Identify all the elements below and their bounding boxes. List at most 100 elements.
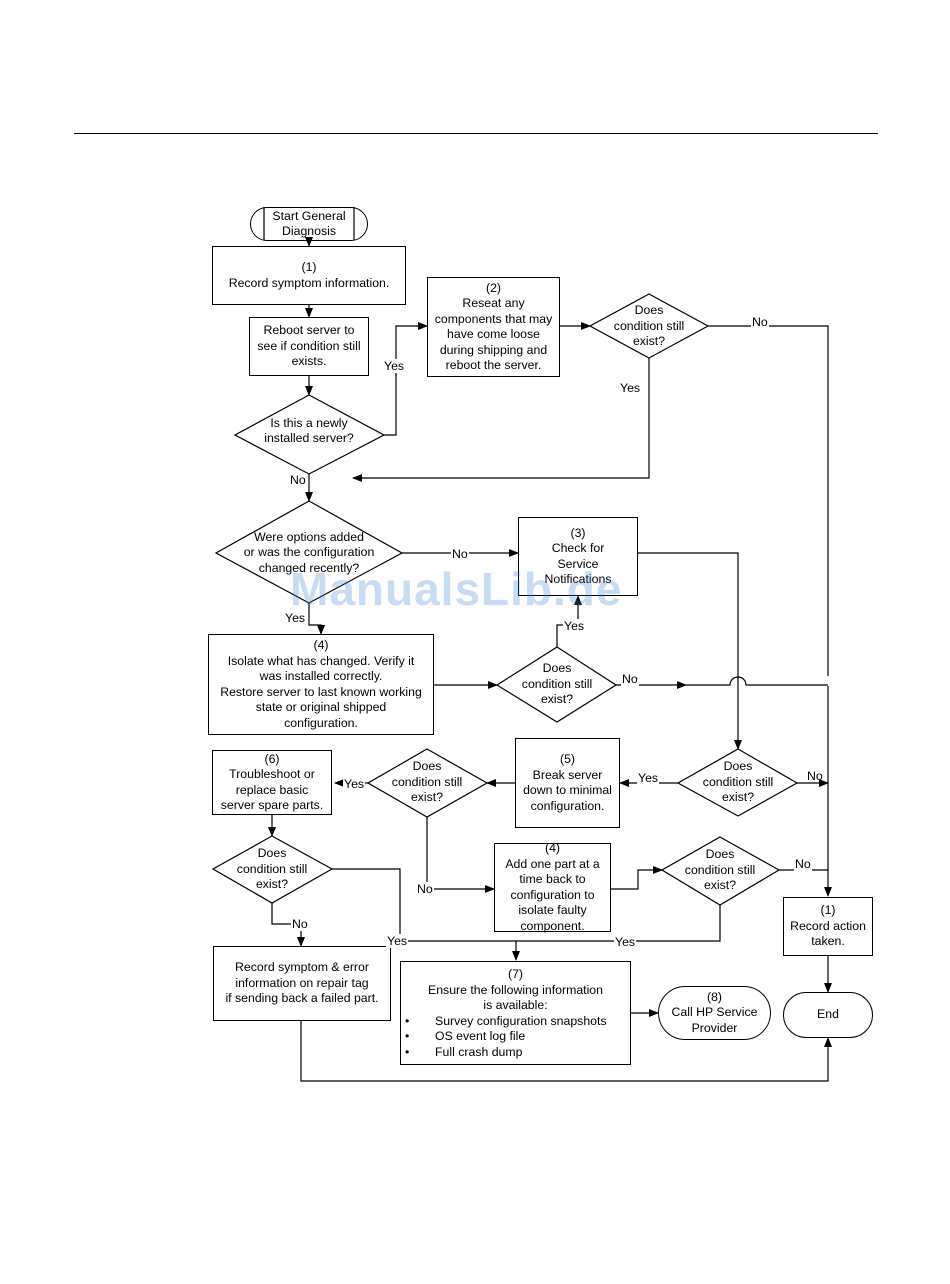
- node-text: Record symptom information.: [228, 275, 390, 290]
- node-text: is available:: [483, 998, 548, 1012]
- list-item-text: Survey configuration snapshots: [435, 1013, 607, 1028]
- list-item: •OS event log file: [405, 1029, 607, 1045]
- list-item: • Full crash dump: [405, 1045, 607, 1061]
- node-text: component.: [520, 918, 585, 933]
- node-text: condition still: [684, 862, 756, 877]
- edge-label-no: No: [416, 882, 434, 896]
- edge-label-yes: Yes: [383, 359, 406, 373]
- node-text: down to minimal: [523, 783, 612, 797]
- node-text: (4): [544, 841, 561, 855]
- node-text: (6): [264, 751, 280, 766]
- reboot-box: Reboot server to see if condition still …: [249, 317, 369, 376]
- node-text: isolate faulty: [518, 903, 587, 917]
- node-text: (1): [301, 260, 317, 274]
- node-text: (4): [313, 638, 329, 652]
- start-terminator: Start General Diagnosis: [250, 207, 368, 241]
- node-text: (3): [570, 525, 586, 540]
- options-added-text: Were options added or was the configurat…: [228, 529, 390, 577]
- node-text: Record action: [790, 918, 866, 933]
- node-text: replace basic: [235, 782, 309, 797]
- node-text: or was the configuration: [243, 545, 375, 560]
- add-part-box: (4) Add one part at a time back to confi…: [494, 841, 611, 933]
- reseat-box: (2) Reseat any components that may have …: [427, 277, 560, 377]
- node-text: exist?: [255, 877, 289, 892]
- does1-text: Does condition still exist?: [604, 303, 694, 350]
- node-text: if sending back a failed part.: [225, 991, 379, 1006]
- bullet-icon: •: [405, 1013, 410, 1028]
- list-item-text: Full crash dump: [435, 1044, 523, 1059]
- node-text: components that may: [434, 311, 553, 326]
- node-text: End: [817, 1007, 839, 1022]
- node-text: information on repair tag: [235, 975, 369, 990]
- edge-label-yes: Yes: [614, 935, 637, 949]
- ensure-bullet-list: • Survey configuration snapshots •OS even…: [401, 1014, 607, 1061]
- node-text: state or original shipped: [255, 700, 387, 714]
- node-text: (8): [706, 989, 723, 1004]
- node-text: Add one part at a: [505, 856, 600, 871]
- bullet-icon: •: [405, 1044, 410, 1059]
- does3-text: Does condition still exist?: [382, 759, 472, 806]
- break-server-box: (5) Break server down to minimal configu…: [515, 738, 620, 828]
- newly-installed-diamond: [233, 394, 386, 475]
- does4-diamond: [676, 748, 799, 817]
- record-symptom-box: (1) Record symptom information.: [212, 246, 406, 305]
- node-text: reboot the server.: [445, 358, 542, 372]
- node-text: configuration.: [284, 715, 358, 730]
- node-text: Service: [557, 556, 599, 571]
- node-text: Start General: [272, 208, 346, 223]
- node-text: exist?: [540, 692, 574, 707]
- node-text: see if condition still: [257, 338, 361, 353]
- check-service-box: (3) Check for Service Notifications: [518, 517, 638, 596]
- edge-label-no: No: [794, 857, 812, 871]
- header-rule: [74, 133, 878, 134]
- node-text: condition still: [391, 774, 463, 789]
- node-text: configuration to: [510, 887, 595, 902]
- does6-text: Does condition still exist?: [675, 847, 765, 894]
- node-text: Does: [542, 661, 572, 676]
- node-text: Does: [412, 759, 442, 774]
- node-text: installed server?: [264, 431, 354, 445]
- node-text: Does: [705, 847, 735, 862]
- edge-label-yes: Yes: [284, 611, 307, 625]
- record-action-box: (1) Record action taken.: [783, 897, 873, 956]
- node-text: configuration.: [530, 798, 605, 813]
- end-terminator: End: [783, 992, 873, 1038]
- edge-label-no: No: [751, 315, 769, 329]
- does5-text: Does condition still exist?: [227, 846, 317, 893]
- does3-diamond: [366, 748, 489, 818]
- node-text: was installed correctly.: [259, 669, 383, 683]
- node-text: Call HP Service: [671, 1005, 758, 1020]
- edge-label-yes: Yes: [619, 381, 642, 395]
- edge-label-yes: Yes: [386, 934, 409, 948]
- record-error-box: Record symptom & error information on re…: [213, 946, 391, 1021]
- node-text: condition still: [236, 861, 308, 876]
- node-text: Provider: [691, 1020, 738, 1035]
- edge-label-yes: Yes: [637, 771, 660, 785]
- node-text: Record symptom & error: [235, 960, 369, 975]
- node-text: (1): [820, 903, 836, 918]
- node-text: (7): [507, 967, 524, 981]
- edge-label-no: No: [451, 547, 469, 561]
- node-text: Isolate what has changed. Verify it: [227, 653, 415, 668]
- does5-diamond: [211, 835, 334, 904]
- node-text: have come loose: [447, 327, 540, 341]
- node-text: changed recently?: [258, 560, 360, 575]
- does4-text: Does condition still exist?: [693, 759, 783, 806]
- node-text: server spare parts.: [220, 798, 324, 812]
- node-text: Ensure the following information: [428, 982, 603, 997]
- node-text: Check for: [551, 541, 605, 555]
- node-text: time back to: [519, 872, 586, 886]
- node-text: Does: [634, 303, 664, 318]
- node-text: Break server: [532, 767, 603, 782]
- node-text: condition still: [702, 774, 774, 789]
- does2-text: Does condition still exist?: [512, 661, 602, 708]
- node-text: Notifications: [544, 572, 612, 586]
- node-text: Restore server to last known working: [220, 684, 422, 699]
- options-added-diamond: [214, 500, 404, 604]
- node-text: exist?: [721, 790, 755, 805]
- node-text: Diagnosis: [282, 224, 336, 238]
- node-text: exists.: [291, 354, 327, 369]
- node-text: condition still: [613, 318, 685, 333]
- node-text: Does: [257, 846, 287, 861]
